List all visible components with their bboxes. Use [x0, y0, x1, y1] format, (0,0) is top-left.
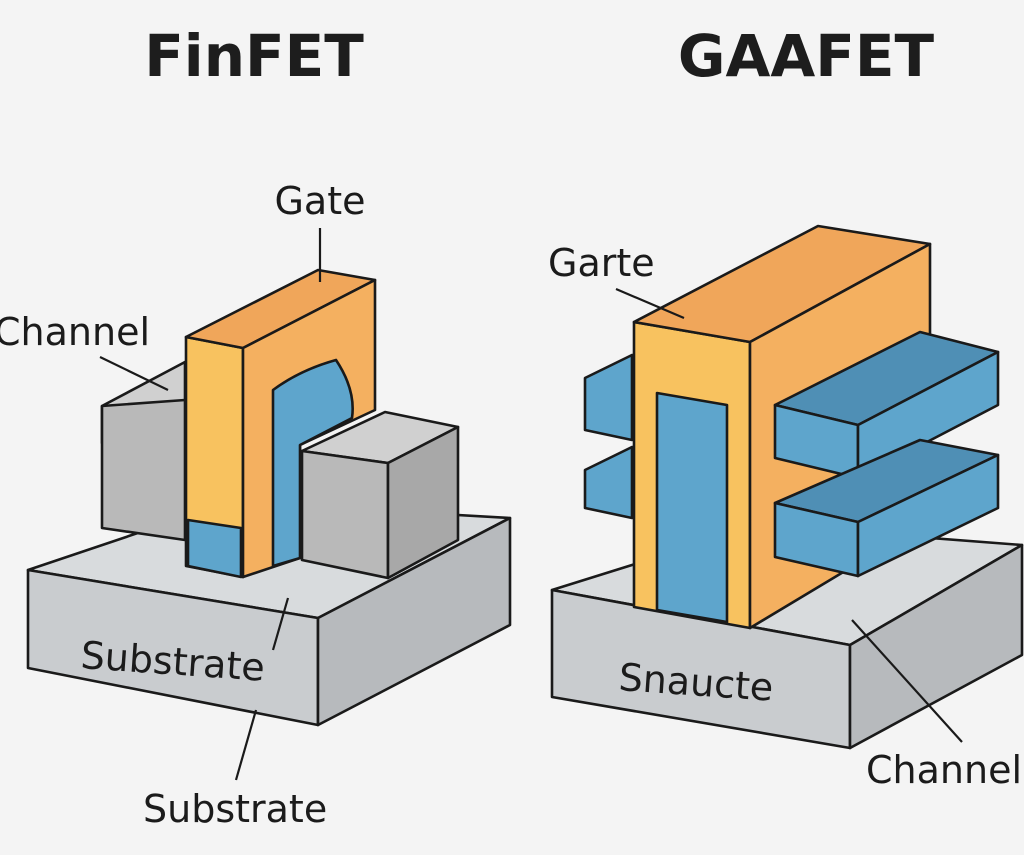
gaafet-right-sheet-upper-side [856, 350, 1000, 480]
finfet-right-block [300, 410, 460, 580]
gaafet-channel-leader [851, 619, 963, 743]
finfet-left-block [100, 360, 187, 542]
finfet-diagram: FinFET Gate Channel [0, 22, 512, 831]
finfet-substrate-side [316, 516, 512, 727]
gaafet-left-nanosheets [583, 353, 634, 520]
finfet-gate-label: Gate [274, 179, 365, 223]
gaafet-left-sheet-lower [583, 445, 634, 520]
gaafet-right-sheet-lower [773, 438, 1000, 578]
gaafet-title: GAAFET [678, 22, 935, 90]
finfet-channel-leader [99, 356, 169, 391]
gaafet-channel-label: Channel [866, 748, 1022, 792]
finfet-substrate-leader-bottom [234, 709, 258, 781]
gaafet-diagram: GAAFET [548, 22, 1024, 792]
finfet-substrate-leader-top [271, 597, 290, 651]
finfet-title: FinFET [144, 22, 364, 90]
finfet-substrate-below-label: Substrate [143, 787, 327, 831]
gaafet-substrate-side [848, 543, 1024, 750]
finfet-right-block-side [386, 425, 460, 580]
gaafet-gate-label: Garte [548, 241, 655, 285]
finfet-right-block-front [300, 449, 390, 580]
gaafet-left-sheet-upper [583, 353, 634, 442]
gaafet-right-nanosheets [773, 330, 1000, 578]
gaafet-gate-leader [615, 287, 685, 320]
finfet-fin-channel [271, 358, 354, 568]
gaafet-substrate-label: Snaucte [617, 655, 774, 710]
finfet-gate [184, 268, 377, 579]
gaafet-right-sheet-lower-side [856, 453, 1000, 578]
finfet-left-block-front [100, 398, 187, 542]
gaafet-gate-channel-window [655, 391, 729, 624]
finfet-channel-label: Channel [0, 310, 150, 354]
finfet-fin-base [186, 518, 243, 579]
